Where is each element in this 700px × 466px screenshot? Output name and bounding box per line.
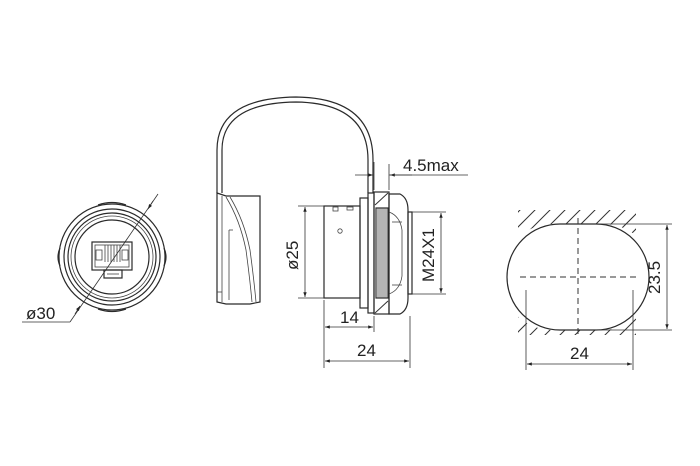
overall-length-label: 24 xyxy=(357,341,376,360)
diameter-leader xyxy=(69,193,159,323)
front-diameter-label: ø30 xyxy=(26,304,55,323)
body-diameter-label: ø25 xyxy=(283,241,302,270)
side-view: 4.5max ø25 M24X1 14 24 xyxy=(216,96,468,368)
cutout-width-label: 24 xyxy=(570,344,589,363)
panel-thickness-label: 4.5max xyxy=(403,156,459,175)
hex-nut xyxy=(388,193,409,315)
body-length-label: 14 xyxy=(340,308,359,327)
hatch-pattern xyxy=(518,210,636,335)
front-view: ø30 xyxy=(22,193,167,323)
dust-cap xyxy=(216,192,261,305)
rj45-jack-icon xyxy=(91,241,133,279)
panel-cutout: 23.5 24 xyxy=(506,210,672,370)
connector-body xyxy=(323,205,361,299)
thread-size-label: M24X1 xyxy=(419,228,438,282)
cutout-height-label: 23.5 xyxy=(645,261,664,294)
thread xyxy=(375,207,389,299)
